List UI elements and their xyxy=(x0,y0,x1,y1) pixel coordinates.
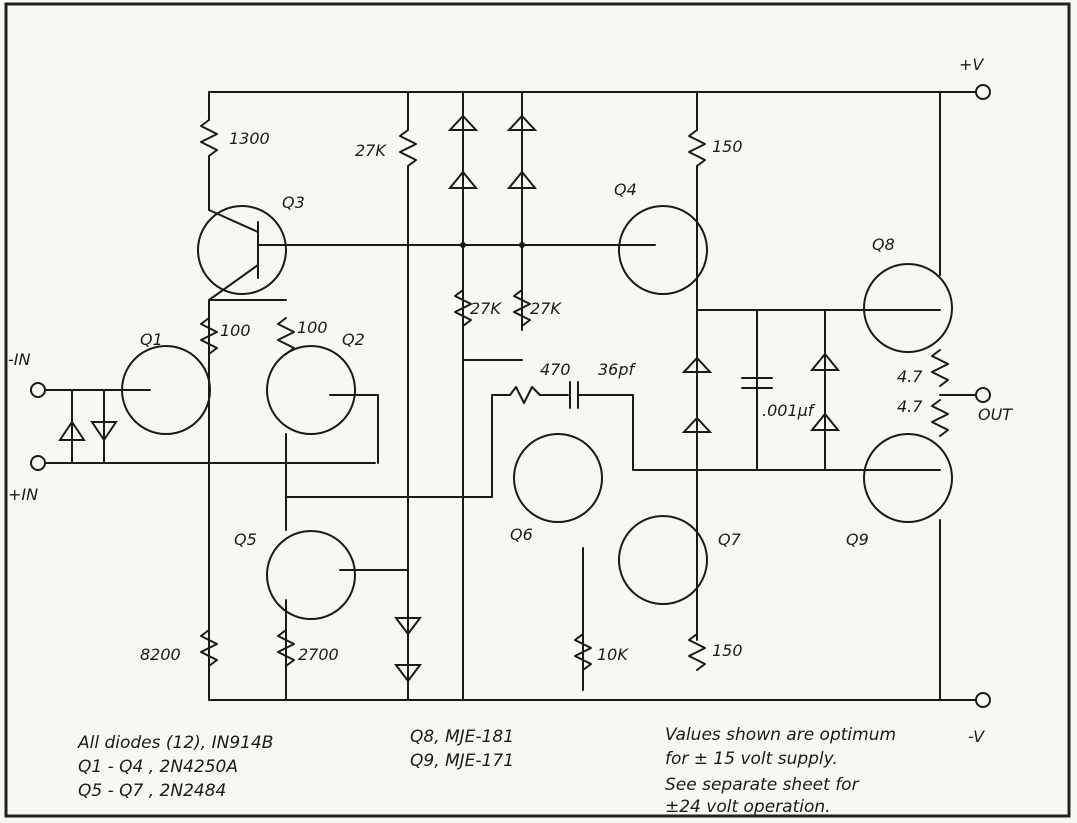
resistor-150-bottom xyxy=(688,633,706,671)
positive-terminal[interactable] xyxy=(975,84,991,100)
transistor-q4 xyxy=(618,205,708,295)
r-1300-label: 1300 xyxy=(229,129,270,148)
transistor-q5 xyxy=(266,530,356,620)
r-4-7-b-label: 4.7 xyxy=(897,397,923,416)
q6-label: Q6 xyxy=(510,525,533,544)
transistor-q7 xyxy=(618,515,708,605)
q4-label: Q4 xyxy=(614,180,637,199)
resistor-27k-a xyxy=(399,129,417,167)
resistor-470 xyxy=(509,386,541,404)
resistor-1300 xyxy=(200,119,218,157)
junction xyxy=(519,242,525,248)
diode xyxy=(447,170,479,189)
q7-label: Q7 xyxy=(718,530,742,549)
resistor-100-b xyxy=(277,317,295,355)
negative-rail-label: -V xyxy=(968,727,985,746)
output-terminal[interactable] xyxy=(975,387,991,403)
q5-label: Q5 xyxy=(234,530,257,549)
wire xyxy=(208,264,259,301)
positive-rail-label: +V xyxy=(959,55,984,74)
transistor-q6 xyxy=(513,433,603,523)
output-label: OUT xyxy=(978,405,1013,424)
r-150-bottom-label: 150 xyxy=(712,641,743,660)
diode xyxy=(506,170,538,189)
resistor-150-top xyxy=(688,129,706,167)
transistor-q3 xyxy=(197,205,287,295)
note-middle-2: Q9, MJE-171 xyxy=(410,751,514,771)
diode xyxy=(506,114,538,131)
cap-001-label: .001µf xyxy=(762,401,816,420)
wire xyxy=(208,209,259,233)
transistor-q8 xyxy=(863,263,953,353)
noninverting-input-label: +IN xyxy=(8,485,38,504)
r-100-b-label: 100 xyxy=(297,318,328,337)
negative-terminal[interactable] xyxy=(975,692,991,708)
transistor-q2 xyxy=(266,345,356,435)
resistor-27k-c xyxy=(513,289,531,327)
diode xyxy=(809,412,841,431)
q3-label: Q3 xyxy=(282,193,305,212)
resistor-4-7-a xyxy=(931,349,949,387)
inverting-input-label: -IN xyxy=(8,350,30,369)
noninverting-input-terminal[interactable] xyxy=(30,455,46,471)
r-10k-label: 10K xyxy=(597,645,629,664)
resistor-10k xyxy=(574,633,592,671)
r-27k-a-label: 27K xyxy=(355,141,387,160)
r-27k-c-label: 27K xyxy=(530,299,562,318)
cap-36pf-label: 36pf xyxy=(598,360,637,379)
r-150-top-label: 150 xyxy=(712,137,743,156)
resistor-4-7-b xyxy=(931,399,949,437)
diode xyxy=(809,352,841,371)
q8-label: Q8 xyxy=(872,235,895,254)
note-right-1: Values shown are optimum xyxy=(665,725,896,745)
note-right-4: ±24 volt operation. xyxy=(665,797,831,817)
wire xyxy=(329,394,379,464)
r-4-7-a-label: 4.7 xyxy=(897,367,923,386)
r-27k-b-label: 27K xyxy=(470,299,502,318)
note-left-1: All diodes (12), IN914B xyxy=(77,733,273,753)
diode xyxy=(681,356,713,373)
wire xyxy=(577,394,698,471)
note-right-3: See separate sheet for xyxy=(665,775,860,795)
q9-label: Q9 xyxy=(846,530,869,549)
r-100-a-label: 100 xyxy=(220,321,251,340)
q1-label: Q1 xyxy=(140,330,163,349)
wire xyxy=(285,394,511,498)
resistor-27k-b xyxy=(454,289,472,327)
note-left-2: Q1 - Q4 , 2N4250A xyxy=(78,757,238,777)
inverting-input-terminal[interactable] xyxy=(30,382,46,398)
junction xyxy=(460,242,466,248)
r-2700-label: 2700 xyxy=(298,645,339,664)
note-right-2: for ± 15 volt supply. xyxy=(665,749,838,769)
resistor-8200 xyxy=(200,629,218,667)
note-left-3: Q5 - Q7 , 2N2484 xyxy=(78,781,226,801)
diode xyxy=(681,416,713,433)
r-8200-label: 8200 xyxy=(140,645,181,664)
r-470-label: 470 xyxy=(540,360,571,379)
diode xyxy=(447,114,479,131)
transistor-q9 xyxy=(863,433,953,523)
q2-label: Q2 xyxy=(342,330,365,349)
note-middle-1: Q8, MJE-181 xyxy=(410,727,514,747)
